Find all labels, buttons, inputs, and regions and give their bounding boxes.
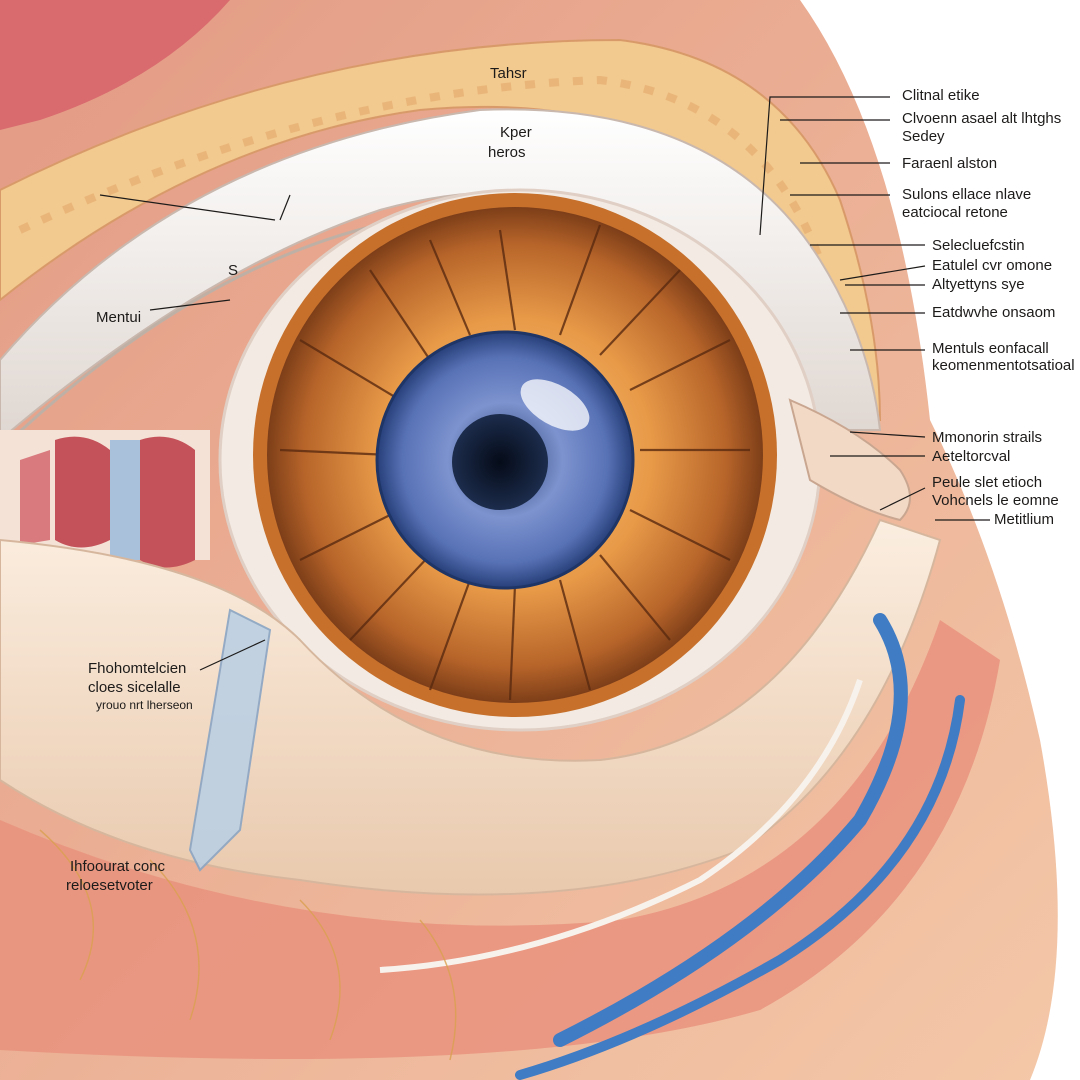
label-left-mid: Mentui bbox=[96, 309, 142, 326]
label-upper-center-2: heros bbox=[488, 144, 526, 161]
white-nerve bbox=[379, 679, 863, 973]
small-vessels bbox=[39, 829, 457, 1061]
iris-vessels bbox=[279, 224, 750, 701]
upper-eyelid bbox=[0, 108, 882, 442]
label-right-1: Clitnal etike bbox=[902, 87, 980, 104]
inner-canthus bbox=[788, 398, 911, 522]
label-left-low-3: yrouo nrt lherseon bbox=[96, 698, 193, 712]
label-right-7: Altyettyns sye bbox=[932, 276, 1025, 293]
label-right-8: Eatdwvhe onsaom bbox=[932, 304, 1056, 321]
label-right-12b: Vohcnels le eomne bbox=[932, 492, 1059, 509]
tear-duct bbox=[188, 608, 272, 872]
label-right-10: Mmonorin strails bbox=[932, 429, 1043, 446]
lower-muscle-tissue bbox=[0, 620, 1000, 1059]
label-right-2a: Clvoenn asael alt lhtghs bbox=[902, 110, 1062, 127]
label-right-5: Selecluefcstin bbox=[932, 237, 1025, 254]
fat-layer-texture bbox=[18, 75, 824, 262]
label-right-9b: keomenmentotsatioal bbox=[932, 357, 1075, 374]
label-right-6: Eatulel cvr omone bbox=[932, 257, 1053, 274]
label-left-low-2: cloes sicelalle bbox=[88, 679, 181, 696]
label-right-2b: Sedey bbox=[902, 128, 945, 145]
label-left-small: S bbox=[228, 262, 239, 279]
blue-vessel-1 bbox=[553, 613, 908, 1047]
blue-vessel-2 bbox=[515, 695, 965, 1080]
label-right-4a: Sulons ellace nlave bbox=[902, 186, 1032, 203]
label-left-low-1: Fhohomtelcien bbox=[88, 660, 187, 677]
label-upper-center-1: Kper bbox=[500, 124, 532, 141]
cornea-highlight bbox=[520, 379, 590, 431]
upper-red-tissue bbox=[0, 0, 230, 130]
label-right-3: Faraenl alston bbox=[902, 155, 998, 172]
label-top-center: Tahsr bbox=[490, 65, 527, 82]
left-muscle-group bbox=[0, 430, 210, 568]
label-right-13: Metitlium bbox=[994, 511, 1055, 528]
label-right-11: Aeteltorcval bbox=[932, 448, 1011, 465]
label-right-4b: eatciocal retone bbox=[902, 204, 1008, 221]
label-leader-lines bbox=[99, 96, 990, 671]
pupil bbox=[452, 414, 548, 510]
label-left-bottom-2: reloesetvoter bbox=[66, 877, 153, 894]
label-left-bottom-1: Ihfoourat conc bbox=[70, 858, 166, 875]
label-right-9a: Mentuls eonfacall bbox=[932, 340, 1049, 357]
label-right-12a: Peule slet etioch bbox=[932, 474, 1043, 491]
